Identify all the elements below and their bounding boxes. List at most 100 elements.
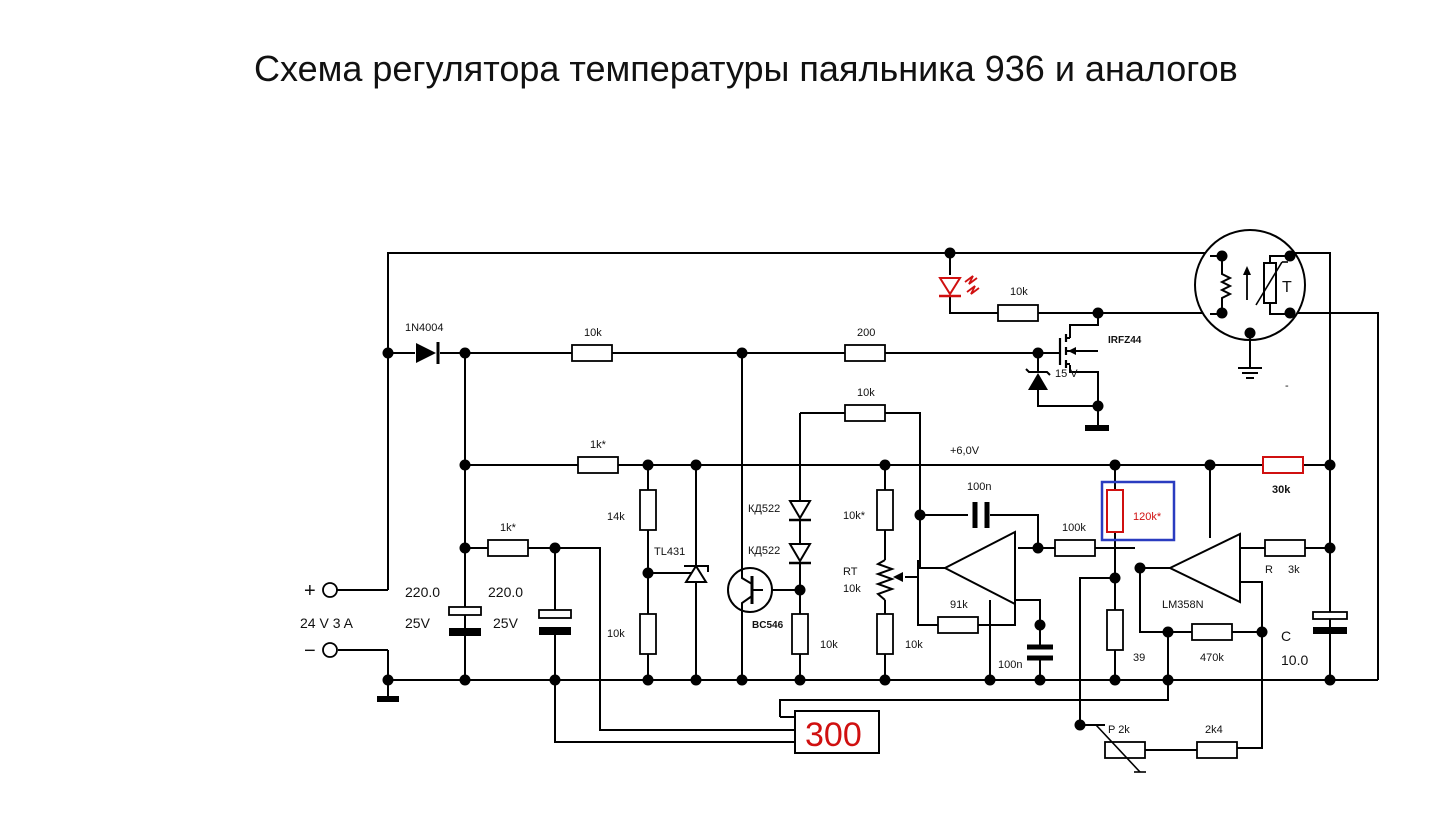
resistor-14k <box>639 489 657 531</box>
resistor-10k-star <box>876 489 894 531</box>
highlight-box <box>1100 480 1176 542</box>
junction-dot <box>1324 542 1336 554</box>
diode1-label: КД522 <box>748 503 780 515</box>
resistor-100k <box>1054 539 1096 557</box>
resistor-10k-transistor-label: 10k <box>820 639 838 651</box>
junction-dot <box>1284 250 1296 262</box>
junction-dot <box>944 247 956 259</box>
resistor-10k-transistor <box>791 613 809 655</box>
junction-dot <box>1109 674 1121 686</box>
junction-dot <box>1034 674 1046 686</box>
display-value: 300 <box>805 716 862 754</box>
transistor-bc546: BC546 <box>727 567 784 631</box>
junction-dot <box>984 674 996 686</box>
svg-text:T: T <box>1282 279 1292 296</box>
cap-c-label: C <box>1281 628 1291 644</box>
resistor-120k-label: 120k* <box>1133 511 1162 523</box>
junction-dot <box>879 674 891 686</box>
cap1-voltage-label: 25V <box>405 615 431 631</box>
resistor-39 <box>1106 609 1124 651</box>
resistor-1k-mid-label: 1k* <box>500 522 517 534</box>
plus-terminal-label: + <box>304 580 316 602</box>
resistor-30k-label: 30k <box>1272 484 1291 496</box>
junction-dot <box>382 347 394 359</box>
resistor-200 <box>844 344 886 362</box>
mosfet-irfz44: IRFZ44 <box>1058 334 1142 368</box>
junction-dot <box>1032 542 1044 554</box>
rt-value-label: 10k <box>843 583 861 595</box>
zener-15v: 15 V <box>1025 368 1109 431</box>
diode-1n4004: 1N4004 <box>405 322 444 364</box>
junction-dot <box>382 674 394 686</box>
resistor-10k-divider <box>876 613 894 655</box>
resistor-10k-feedback <box>844 404 886 422</box>
transistor-label: BC546 <box>752 620 784 631</box>
resistor-10k-led-label: 10k <box>1010 286 1028 298</box>
resistor-1k-mid <box>487 539 529 557</box>
resistor-r-label: R <box>1265 564 1273 576</box>
resistors-vertical: 14k 10k 10k 10k* 10k 120k* 39 <box>607 480 1176 664</box>
resistor-470k <box>1191 623 1233 641</box>
potentiometer-rt: RT 10k <box>843 559 918 601</box>
opamp-label: LM358N <box>1162 599 1204 611</box>
cap-10-value-label: 10.0 <box>1281 652 1308 668</box>
resistor-2k4 <box>1196 741 1238 759</box>
resistor-10k-star-label: 10k* <box>843 510 866 522</box>
junction-dot <box>1092 307 1104 319</box>
junction-dot <box>459 347 471 359</box>
junction-dot <box>1034 619 1046 631</box>
cap-100n-bottom-label: 100n <box>998 659 1022 671</box>
junction-dot <box>1324 459 1336 471</box>
display-300: 300 <box>794 710 880 754</box>
resistor-39-label: 39 <box>1133 652 1145 664</box>
junction-dot <box>1216 307 1228 319</box>
opamps: LM358N <box>942 530 1241 611</box>
junction-dot <box>1109 572 1121 584</box>
junction-dot <box>642 567 654 579</box>
junction-dot <box>459 542 471 554</box>
resistor-1k-top <box>577 456 619 474</box>
junction-dot <box>1109 459 1121 471</box>
junction-dot <box>794 674 806 686</box>
cap1-value-label: 220.0 <box>405 584 440 600</box>
junction-dot <box>1074 719 1086 731</box>
resistor-3k <box>1264 539 1306 557</box>
junction-dot <box>736 347 748 359</box>
tl431-label: TL431 <box>654 546 685 558</box>
junction-dot <box>1324 674 1336 686</box>
resistor-200-label: 200 <box>857 327 875 339</box>
junction-dot <box>690 674 702 686</box>
junction-dot <box>642 674 654 686</box>
junction-dot <box>794 584 806 596</box>
resistors: 10k 200 10k 10k 1k* 30k 1k* 100k R 3k 91… <box>487 286 1306 759</box>
junction-dot <box>549 674 561 686</box>
trimmer-p2k-label: P 2k <box>1108 724 1130 736</box>
junction-dot <box>1284 307 1296 319</box>
junction-dot <box>549 542 561 554</box>
power-input: + − 24 V 3 A <box>300 580 399 702</box>
rail-6v-label: +6,0V <box>950 445 980 457</box>
minus-terminal-label: − <box>304 640 316 662</box>
junction-dot <box>1162 674 1174 686</box>
junction-dot <box>1256 626 1268 638</box>
ground-symbol <box>377 696 399 702</box>
resistor-30k <box>1262 456 1304 474</box>
zener-label: 15 V <box>1055 368 1078 380</box>
page-title: Схема регулятора температуры паяльника 9… <box>254 48 1238 89</box>
resistor-10k-divider-label: 10k <box>905 639 923 651</box>
junction-dot <box>690 459 702 471</box>
resistor-10k-ref-label: 10k <box>607 628 625 640</box>
junction-dot <box>1032 347 1044 359</box>
resistor-100k-label: 100k <box>1062 522 1086 534</box>
junction-dot <box>1134 562 1146 574</box>
resistor-10k-ref <box>639 613 657 655</box>
capacitors: 220.0 25V 220.0 25V 100n 100n C 10.0 <box>405 481 1348 671</box>
resistor-3k-label: 3k <box>1288 564 1300 576</box>
resistor-14k-label: 14k <box>607 511 625 523</box>
resistor-470k-label: 470k <box>1200 652 1224 664</box>
junction-dot <box>1244 327 1256 339</box>
junction-dot <box>1204 459 1216 471</box>
junction-dot <box>914 509 926 521</box>
tl431: TL431 <box>654 546 709 583</box>
